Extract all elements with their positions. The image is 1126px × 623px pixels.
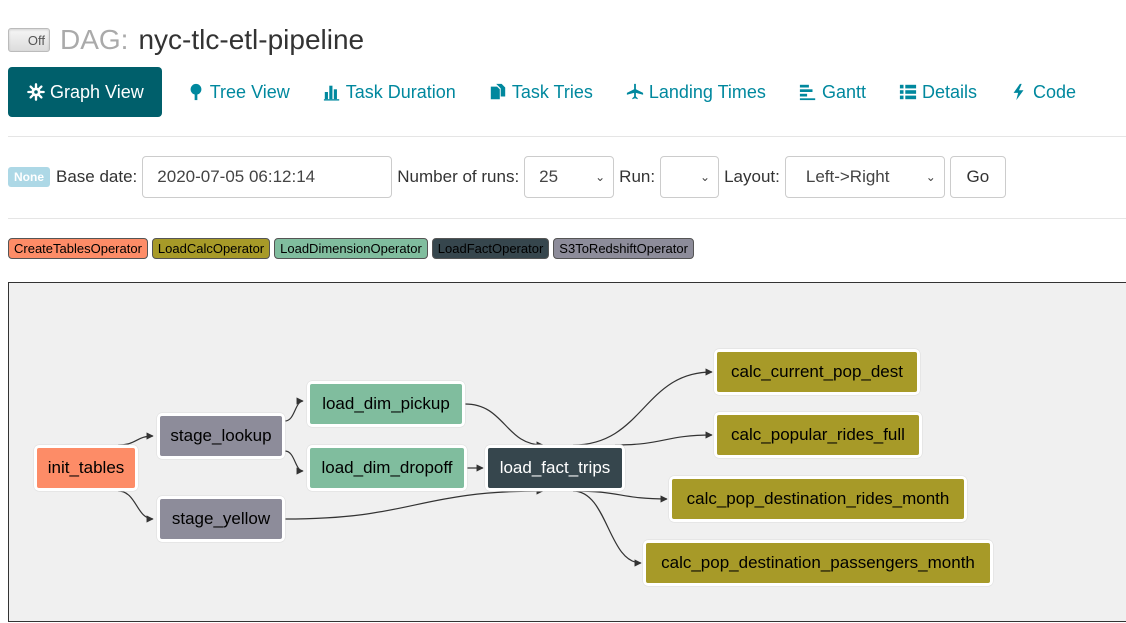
legend-item[interactable]: S3ToRedshiftOperator — [553, 238, 694, 259]
tab-label: Tree View — [209, 81, 290, 102]
graph-edge — [572, 490, 668, 503]
divider — [8, 218, 1126, 219]
tab-label: Task Duration — [345, 81, 456, 102]
tab-graph-view[interactable]: Graph View — [8, 67, 162, 117]
go-button[interactable]: Go — [949, 156, 1006, 198]
graph-edge — [614, 431, 713, 446]
num-runs-label: Number of runs: — [397, 167, 520, 186]
task-node[interactable]: stage_yellow — [157, 496, 285, 542]
layout-select[interactable]: Left->Right ⌄ — [784, 156, 945, 198]
tree-icon — [186, 82, 206, 102]
run-select[interactable]: ⌄ — [660, 156, 720, 198]
layout-value: Left->Right — [805, 167, 890, 186]
tab-tree-view[interactable]: Tree View — [170, 67, 306, 117]
legend-item[interactable]: LoadDimensionOperator — [274, 238, 428, 259]
gantt-icon — [798, 82, 818, 102]
task-node[interactable]: calc_pop_destination_rides_month — [669, 476, 967, 522]
base-date-label: Base date: — [56, 167, 138, 186]
chevron-down-icon: ⌄ — [595, 170, 606, 184]
task-node[interactable]: load_dim_pickup — [307, 381, 465, 427]
view-tabs: Graph View Tree View Task Duration Task … — [8, 67, 1092, 117]
chevron-down-icon: ⌄ — [925, 170, 936, 184]
files-icon — [488, 82, 508, 102]
dag-title-row: Off DAG: nyc-tlc-etl-pipeline — [8, 22, 364, 58]
tab-label: Landing Times — [648, 81, 766, 102]
graph-edge — [117, 490, 154, 523]
task-node[interactable]: calc_pop_destination_passengers_month — [643, 540, 993, 586]
graph-edge — [284, 450, 304, 475]
task-node[interactable]: calc_current_pop_dest — [714, 349, 920, 395]
run-label: Run: — [619, 167, 656, 186]
graph-edge — [284, 487, 544, 520]
graph-edges — [117, 368, 713, 567]
tab-details[interactable]: Details — [882, 67, 993, 117]
tab-task-duration[interactable]: Task Duration — [306, 67, 472, 117]
graph-edge — [117, 432, 154, 446]
tab-task-tries[interactable]: Task Tries — [472, 67, 609, 117]
tab-landing-times[interactable]: Landing Times — [609, 67, 782, 117]
dag-graph-canvas[interactable]: init_tables stage_lookup stage_yellow load_… — [8, 282, 1126, 622]
state-badge: None — [8, 167, 50, 187]
bar-chart-icon — [322, 82, 342, 102]
list-icon — [898, 82, 918, 102]
graph-edge — [284, 397, 304, 422]
legend-item[interactable]: CreateTablesOperator — [8, 238, 148, 259]
title-prefix: DAG: — [60, 24, 129, 55]
legend-item[interactable]: LoadFactOperator — [431, 238, 550, 259]
toggle-label: Off — [27, 32, 45, 48]
tab-label: Gantt — [821, 81, 866, 102]
tab-label: Code — [1033, 81, 1077, 102]
graph-edge — [464, 403, 544, 449]
num-runs-value: 25 — [539, 167, 559, 186]
tab-code[interactable]: Code — [993, 67, 1092, 117]
tab-gantt[interactable]: Gantt — [782, 67, 882, 117]
run-controls: None Base date: 2020-07-05 06:12:14 Numb… — [8, 156, 1006, 198]
tab-label: Task Tries — [511, 81, 593, 102]
legend-item[interactable]: LoadCalcOperator — [151, 238, 271, 259]
task-node[interactable]: stage_lookup — [157, 413, 285, 459]
base-date-value: 2020-07-05 06:12:14 — [157, 167, 316, 186]
task-node[interactable]: load_fact_trips — [485, 445, 625, 491]
dag-pause-toggle[interactable]: Off — [8, 28, 50, 52]
task-node[interactable]: load_dim_dropoff — [307, 445, 467, 491]
tab-label: Details — [921, 81, 977, 102]
task-node[interactable]: calc_popular_rides_full — [714, 412, 922, 458]
chevron-down-icon: ⌄ — [700, 170, 711, 184]
bolt-icon — [1009, 82, 1029, 102]
base-date-input[interactable]: 2020-07-05 06:12:14 — [142, 156, 393, 198]
graph-edge — [572, 368, 713, 446]
task-node[interactable]: init_tables — [34, 445, 138, 491]
plane-icon — [625, 82, 645, 102]
divider — [8, 136, 1126, 137]
graph-edge — [572, 490, 642, 567]
gear-icon — [26, 82, 46, 102]
num-runs-select[interactable]: 25 ⌄ — [524, 156, 615, 198]
dag-id-title: nyc-tlc-etl-pipeline — [138, 24, 365, 55]
layout-label: Layout: — [724, 167, 780, 186]
tab-label: Graph View — [50, 81, 144, 102]
